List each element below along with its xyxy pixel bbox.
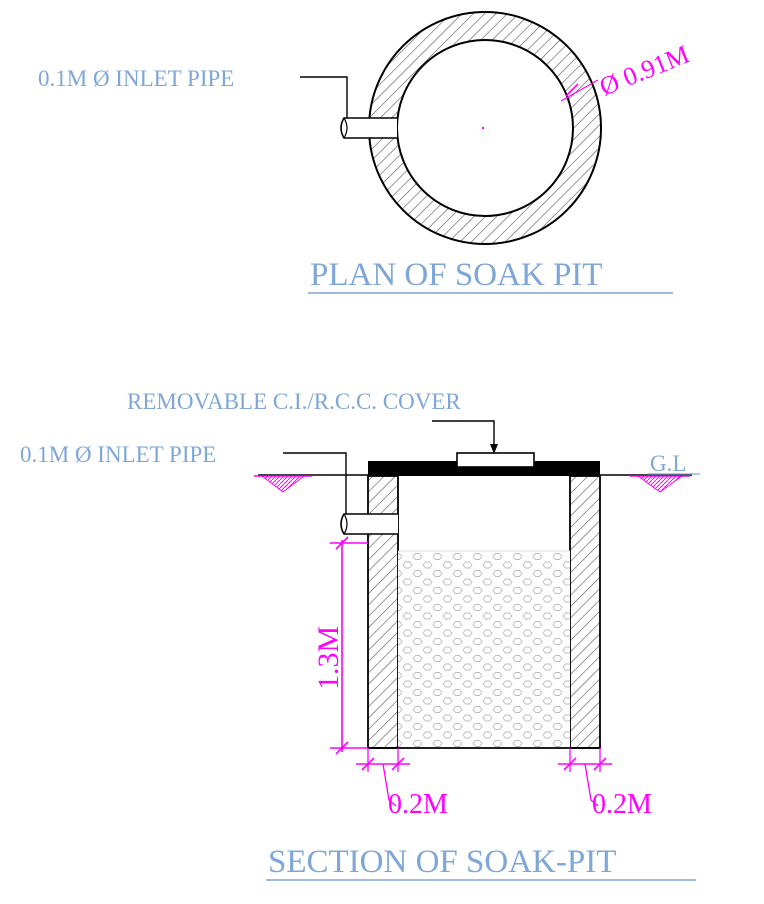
section-inlet-leader <box>283 452 347 514</box>
cover-label: REMOVABLE C.I./R.C.C. COVER <box>127 389 461 414</box>
plan-inlet-pipe <box>340 117 397 139</box>
section-view: REMOVABLE C.I./R.C.C. COVER G.L <box>20 389 700 881</box>
ground-hatch-left <box>254 475 312 493</box>
diameter-tick <box>565 83 579 97</box>
cover-slab <box>368 461 600 476</box>
filter-media <box>398 551 570 748</box>
plan-inner-pit <box>396 39 574 217</box>
cover-leader-arrow <box>490 444 498 454</box>
left-wall-label: 0.2M <box>388 789 448 820</box>
plan-view: 0.1M Ø INLET PIPE Ø 0.91M PLAN OF SOAK P… <box>38 11 693 294</box>
depth-label: 1.3M <box>312 626 345 690</box>
section-inlet-pipe <box>340 513 398 535</box>
right-wall-label: 0.2M <box>592 789 652 820</box>
right-wall <box>569 475 601 749</box>
ground-level-label: G.L <box>650 451 686 476</box>
plan-title: PLAN OF SOAK PIT <box>310 257 602 293</box>
left-wall-dimension <box>356 748 410 807</box>
diameter-leader <box>560 79 599 102</box>
plan-inlet-label: 0.1M Ø INLET PIPE <box>38 66 234 91</box>
plan-inlet-leader <box>300 76 348 118</box>
section-title: SECTION OF SOAK-PIT <box>268 844 616 880</box>
ground-hatch-right <box>630 475 690 493</box>
right-wall-dimension <box>558 748 612 807</box>
depth-tick-bottom <box>335 741 349 755</box>
cover-lid <box>456 452 535 468</box>
cover-leader <box>432 420 495 450</box>
diameter-label: Ø 0.91M <box>595 39 693 101</box>
section-inlet-label: 0.1M Ø INLET PIPE <box>20 442 216 467</box>
plan-center-mark <box>481 126 485 130</box>
depth-tick-top <box>335 536 349 550</box>
